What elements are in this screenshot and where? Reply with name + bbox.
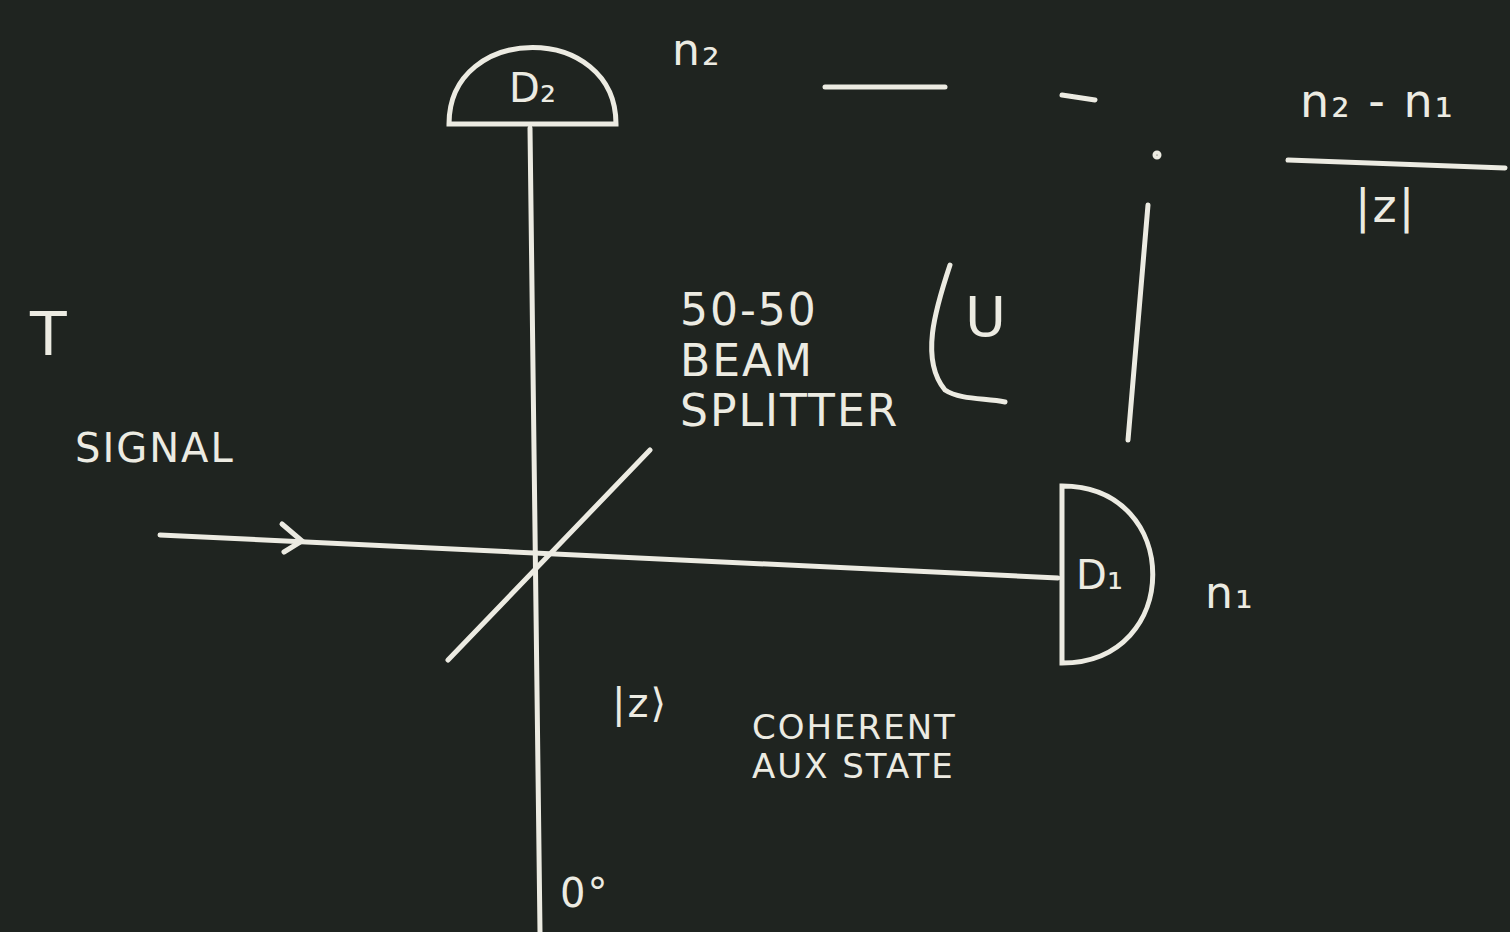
chalk-label: U (965, 285, 1045, 349)
chalk-label: COHERENT AUX STATE (752, 708, 1022, 786)
dot (1155, 153, 1159, 157)
chalk-label: SIGNAL (75, 425, 335, 471)
dash-line (1062, 95, 1095, 100)
chalk-label: T (30, 300, 110, 369)
chalk-label: n₁ (1205, 568, 1295, 619)
chalk-label: n₂ (672, 25, 762, 76)
chalk-label: 50-50 BEAM SPLITTER (680, 285, 950, 437)
detector-label: D₂ (509, 65, 556, 111)
chalk-label: 0° (560, 870, 650, 916)
vertical-stroke (1128, 205, 1148, 440)
dash-line (825, 85, 945, 90)
detector-label: D₁ (1076, 552, 1123, 598)
chalk-label: |z| (1355, 180, 1495, 233)
signal-arrowhead (282, 524, 302, 552)
chalk-label: n₂ - n₁ (1300, 75, 1505, 128)
beam-splitter-symbol (448, 450, 650, 660)
chalk-label: |z⟩ (612, 680, 732, 726)
signal-beam (160, 535, 1058, 578)
fraction-bar (1288, 160, 1505, 168)
detector: D₂ (445, 20, 620, 128)
detector: D₁ (1058, 482, 1153, 667)
aux-beam (530, 128, 540, 932)
